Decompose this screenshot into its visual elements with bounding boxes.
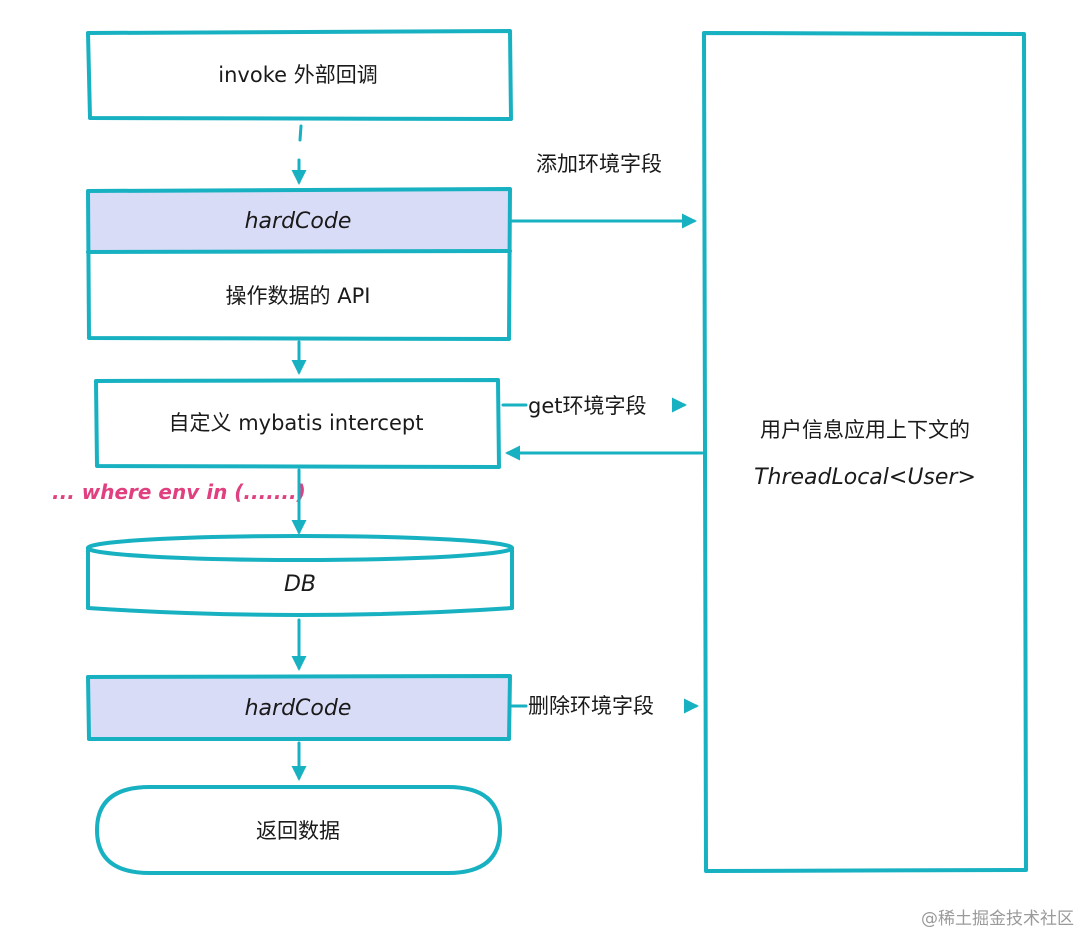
context-label-line1: 用户信息应用上下文的 [760, 418, 970, 442]
return-data-node: 返回数据 [95, 785, 502, 875]
hardcode-remove-label: hardCode [245, 696, 352, 721]
edge-add-env: 添加环境字段 [510, 152, 697, 229]
return-label: 返回数据 [256, 819, 340, 843]
edge-get-env: get环境字段 [501, 394, 687, 418]
hardcode-add-label: hardCode [245, 209, 352, 234]
invoke-node: invoke 外部回调 [86, 29, 513, 121]
edge-get-env-label: get环境字段 [528, 394, 646, 418]
db-label: DB [284, 572, 316, 597]
db-node: DB [86, 534, 514, 617]
mybatis-label: 自定义 mybatis intercept [169, 411, 424, 435]
data-api-label: 操作数据的 API [226, 284, 371, 308]
hardcode-remove-node: hardCode [86, 674, 512, 741]
invoke-tick [298, 124, 303, 142]
mybatis-intercept-node: 自定义 mybatis intercept [94, 378, 501, 469]
watermark: @稀土掘金技术社区 [921, 909, 1074, 929]
hardcode-add-node: hardCode [86, 187, 512, 341]
where-clause-annotation: ... where env in (.......) [52, 480, 306, 504]
edge-add-env-label: 添加环境字段 [536, 152, 662, 176]
thread-local-context-node: 用户信息应用上下文的 ThreadLocal<User> [702, 31, 1028, 873]
edge-remove-env: 删除环境字段 [510, 694, 699, 718]
data-api-node: 操作数据的 API [226, 284, 371, 308]
invoke-label: invoke 外部回调 [218, 63, 377, 87]
context-label-line2: ThreadLocal<User> [754, 465, 976, 490]
hardcode-add-fill [88, 191, 509, 251]
edge-remove-env-label: 删除环境字段 [528, 694, 654, 718]
